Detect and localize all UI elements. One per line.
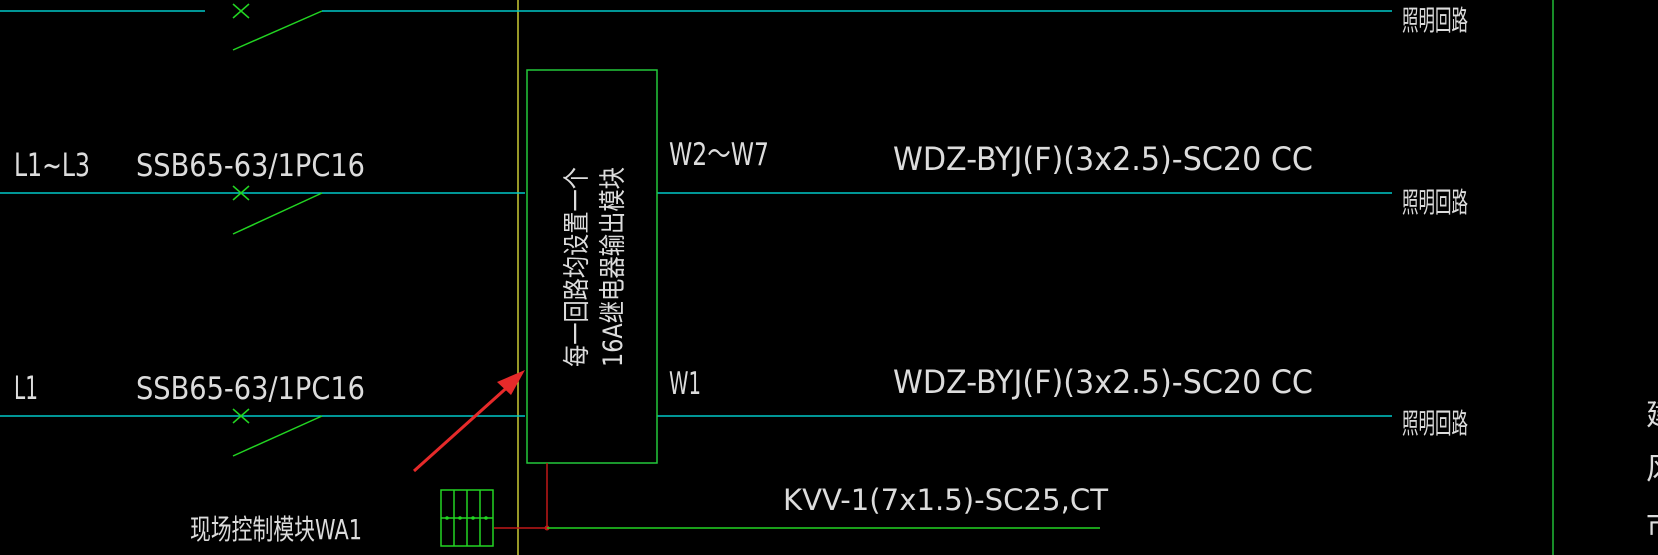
module-terminal (445, 516, 449, 520)
breaker-cross (232, 185, 250, 201)
destination-label: 照明回路 (1402, 186, 1468, 219)
phase-label: L1 (14, 369, 38, 407)
module-terminal (458, 516, 462, 520)
breaker-cross (232, 408, 250, 424)
module-terminal (484, 516, 488, 520)
right-edge-notes: 建 风 市 (1646, 398, 1658, 544)
output-label: W2～W7 (669, 137, 769, 173)
breaker-blade (232, 10, 323, 51)
breaker-model: SSB65-63/1PC16 (136, 148, 365, 184)
circuit-top: 照明回路 (0, 3, 1468, 51)
module-terminal (471, 516, 475, 520)
destination-label: 照明回路 (1402, 407, 1468, 440)
output-label: W1 (669, 366, 701, 402)
relay-module-line2: 16A继电器输出模块 (598, 167, 629, 367)
control-wiring: KVV-1(7x1.5)-SC25,CT (494, 463, 1108, 531)
arrow-shaft (412, 381, 514, 473)
edge-char: 市 (1646, 509, 1658, 544)
edge-char: 风 (1646, 452, 1658, 487)
relay-module-text: 每一回路均设置一个 16A继电器输出模块 (562, 167, 629, 367)
circuit-w1: L1 SSB65-63/1PC16 W1 WDZ-BYJ(F)(3x2.5)-S… (0, 363, 1468, 457)
edge-char: 建 (1646, 398, 1658, 433)
breaker-model: SSB65-63/1PC16 (136, 371, 365, 407)
control-module-label: 现场控制模块WA1 (190, 513, 362, 546)
field-control-module: 现场控制模块WA1 (190, 489, 494, 547)
breaker-cross (232, 3, 250, 19)
relay-module-line1: 每一回路均设置一个 (562, 167, 593, 367)
phase-label: L1~L3 (14, 146, 90, 184)
cable-spec: WDZ-BYJ(F)(3x2.5)-SC20 CC (893, 363, 1313, 401)
relay-module-box (526, 69, 658, 464)
breaker-blade (232, 415, 323, 457)
cable-spec: WDZ-BYJ(F)(3x2.5)-SC20 CC (893, 140, 1313, 178)
destination-label: 照明回路 (1402, 4, 1468, 37)
control-cable-spec: KVV-1(7x1.5)-SC25,CT (783, 483, 1108, 517)
annotation-arrow (412, 370, 525, 473)
breaker-blade (232, 192, 323, 235)
circuit-w2-w7: L1~L3 SSB65-63/1PC16 W2～W7 WDZ-BYJ(F)(3x… (0, 137, 1468, 235)
arrow-head (497, 370, 525, 395)
